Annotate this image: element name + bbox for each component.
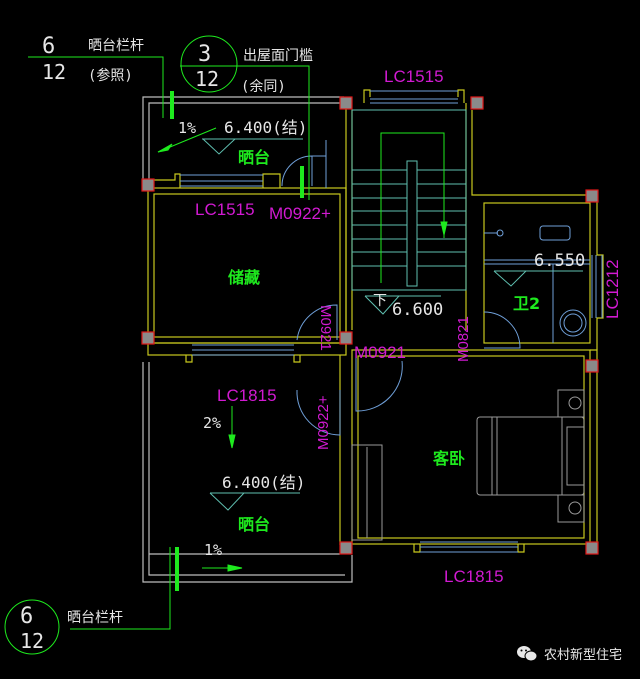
door-label-stair: M0921 <box>354 343 406 362</box>
window-label-balcony-bottom: LC1815 <box>217 386 277 405</box>
door-label-balcony-top: M0922+ <box>269 204 331 223</box>
detail-ref-3-number: 6 <box>20 604 33 629</box>
stair-direction-arrow <box>380 132 448 283</box>
watermark: 农村新型住宅 <box>516 644 622 663</box>
detail-ref-3-label: 晒台栏杆 <box>67 610 123 626</box>
slope-balcony-bottom-b: 1% <box>204 541 222 559</box>
elevation-bathroom: 6.550 <box>534 251 585 271</box>
detail-ref-1-number: 6 <box>42 34 55 59</box>
window-label-stair-top: LC1515 <box>384 67 444 86</box>
window-label-bedroom-bottom: LC1815 <box>444 567 504 586</box>
door-swings <box>281 140 521 436</box>
balcony-railing-top <box>142 96 344 182</box>
leader-lines <box>4 35 310 655</box>
bath-fixtures <box>484 225 590 343</box>
detail-ref-2-label: 出屋面门槛 <box>243 48 313 64</box>
elevation-stair-landing: 6.600 <box>392 300 443 320</box>
balcony-railing-bottom <box>142 362 353 583</box>
detail-ref-1-note: (参照) <box>88 67 133 84</box>
detail-ref-2-sheet: 12 <box>195 67 219 91</box>
window-label-storage-top: LC1515 <box>195 200 255 219</box>
detail-ref-3: 6 12 晒台栏杆 <box>20 604 123 653</box>
detail-ref-1-label: 晒台栏杆 <box>88 38 144 54</box>
elevation-marks <box>202 138 583 511</box>
detail-ref-2-note: (余同) <box>241 78 286 95</box>
door-label-bath: M0821 <box>455 316 472 362</box>
door-label-balcony-bottom: M0922+ <box>315 395 332 450</box>
detail-ref-2: 3 12 出屋面门槛 (余同) <box>195 42 313 95</box>
detail-ref-2-number: 3 <box>198 42 211 67</box>
room-label-bathroom: 卫2 <box>513 294 540 313</box>
stairs <box>351 109 467 291</box>
wechat-icon <box>516 645 538 661</box>
room-label-balcony-bottom: 晒台 <box>238 515 270 534</box>
detail-ref-1: 6 12 晒台栏杆 (参照) <box>42 34 144 84</box>
window-label-bath-right: LC1212 <box>603 259 622 319</box>
wardrobe <box>351 444 383 541</box>
stair-down-mark: 下 <box>373 293 387 309</box>
room-label-guest-bedroom: 客卧 <box>433 449 465 468</box>
railing-markers <box>170 91 304 591</box>
door-label-storage: M0921 <box>317 305 334 351</box>
detail-ref-3-sheet: 12 <box>20 629 44 653</box>
slope-arrows <box>157 127 243 572</box>
columns <box>141 96 599 555</box>
slope-balcony-bottom-a: 2% <box>203 414 221 432</box>
watermark-text: 农村新型住宅 <box>543 648 622 663</box>
elevation-balcony-top: 6.400(结) <box>224 118 307 137</box>
detail-ref-1-sheet: 12 <box>42 60 66 84</box>
window-lines <box>180 90 603 553</box>
elevation-balcony-bottom: 6.400(结) <box>222 473 305 492</box>
bed <box>476 389 585 523</box>
room-label-balcony-top: 晒台 <box>238 148 270 167</box>
slope-balcony-top: 1% <box>178 119 196 137</box>
walls <box>147 89 604 553</box>
room-label-storage: 储藏 <box>227 268 260 287</box>
